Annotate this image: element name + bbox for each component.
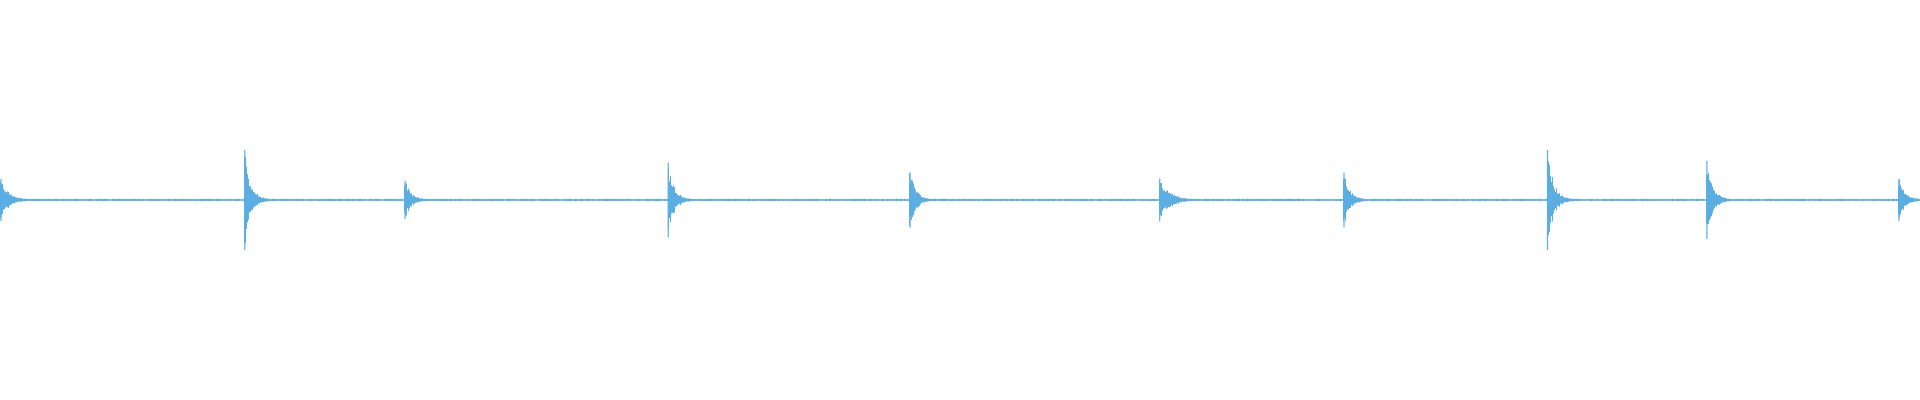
- waveform-series: [0, 150, 1920, 250]
